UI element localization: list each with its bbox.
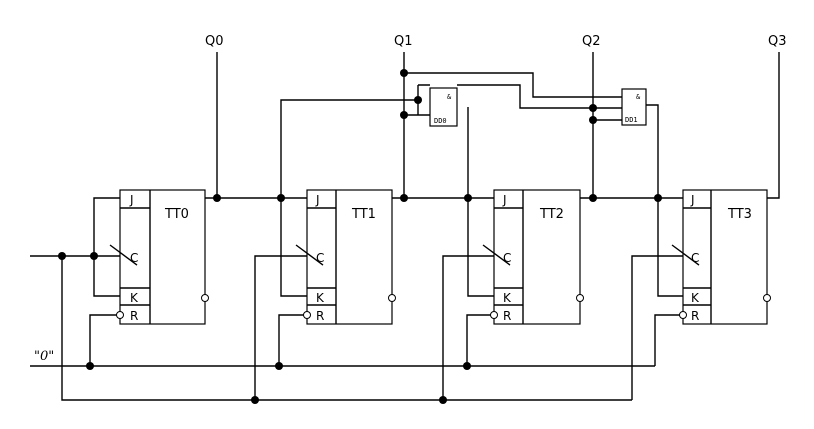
dd1-symbol: & xyxy=(636,93,641,101)
q1-to-dd1-wire xyxy=(404,72,622,98)
wires xyxy=(30,52,780,401)
tt1-clock-wire xyxy=(254,255,307,400)
flipflop-tt1: J C K R TT1 xyxy=(295,189,396,325)
flipflop-tt0: J C K R TT0 xyxy=(109,189,209,325)
q0-label: Q0 xyxy=(205,34,224,49)
tt2-j-label: J xyxy=(502,193,507,207)
tt0-reset-wire xyxy=(89,314,120,366)
tt1-jk-tie-wire xyxy=(280,198,307,297)
tt0-j-label: J xyxy=(129,193,134,207)
junction-dots xyxy=(58,69,662,404)
tt2-name: TT2 xyxy=(539,207,564,222)
dd0-symbol: & xyxy=(447,93,452,101)
tt3-j-label: J xyxy=(690,193,695,207)
tt0-k-label: K xyxy=(130,291,139,305)
dd0-to-dd1-wire xyxy=(457,84,622,109)
flipflop-tt2: J C K R TT2 xyxy=(482,189,584,325)
gate-dd1: & DD1 xyxy=(621,88,647,126)
q0-to-dd0-wire xyxy=(280,99,420,198)
tt1-r-label: R xyxy=(316,309,324,323)
tt3-r-label: R xyxy=(691,309,699,323)
q3-label: Q3 xyxy=(768,34,787,49)
q2-label: Q2 xyxy=(582,34,601,49)
dd0-name: DD0 xyxy=(434,117,447,125)
tt0-c-label: C xyxy=(130,251,138,265)
tt3-reset-wire xyxy=(654,314,683,366)
flipflop-tt3: J C K R TT3 xyxy=(671,189,771,325)
tt2-reset-wire xyxy=(466,314,494,366)
tt2-r-label: R xyxy=(503,309,511,323)
tt3-k-label: K xyxy=(691,291,700,305)
tt3-jk-tie-wire xyxy=(657,198,683,297)
tt2-jk-tie-wire xyxy=(467,198,494,297)
q1-label: Q1 xyxy=(394,34,413,49)
tt3-name: TT3 xyxy=(727,207,752,222)
dd1-out-wire xyxy=(645,104,659,198)
tt0-jk-tie-wire xyxy=(93,197,120,297)
tt1-c-label: C xyxy=(316,251,324,265)
q3-wire xyxy=(767,52,780,199)
tt2-c-label: C xyxy=(503,251,511,265)
tt3-clock-wire xyxy=(631,255,683,400)
tt1-reset-wire xyxy=(278,314,307,366)
tt2-clock-wire xyxy=(442,255,494,400)
tt1-k-label: K xyxy=(316,291,325,305)
tt2-k-label: K xyxy=(503,291,512,305)
tt1-name: TT1 xyxy=(351,207,376,222)
tt1-j-label: J xyxy=(315,193,320,207)
tt3-c-label: C xyxy=(691,251,699,265)
zero-input-label: "0" xyxy=(34,349,54,364)
gate-dd0: & DD0 xyxy=(429,87,458,127)
tt0-r-label: R xyxy=(130,309,138,323)
tt0-name: TT0 xyxy=(164,207,189,222)
dd1-name: DD1 xyxy=(625,116,638,124)
